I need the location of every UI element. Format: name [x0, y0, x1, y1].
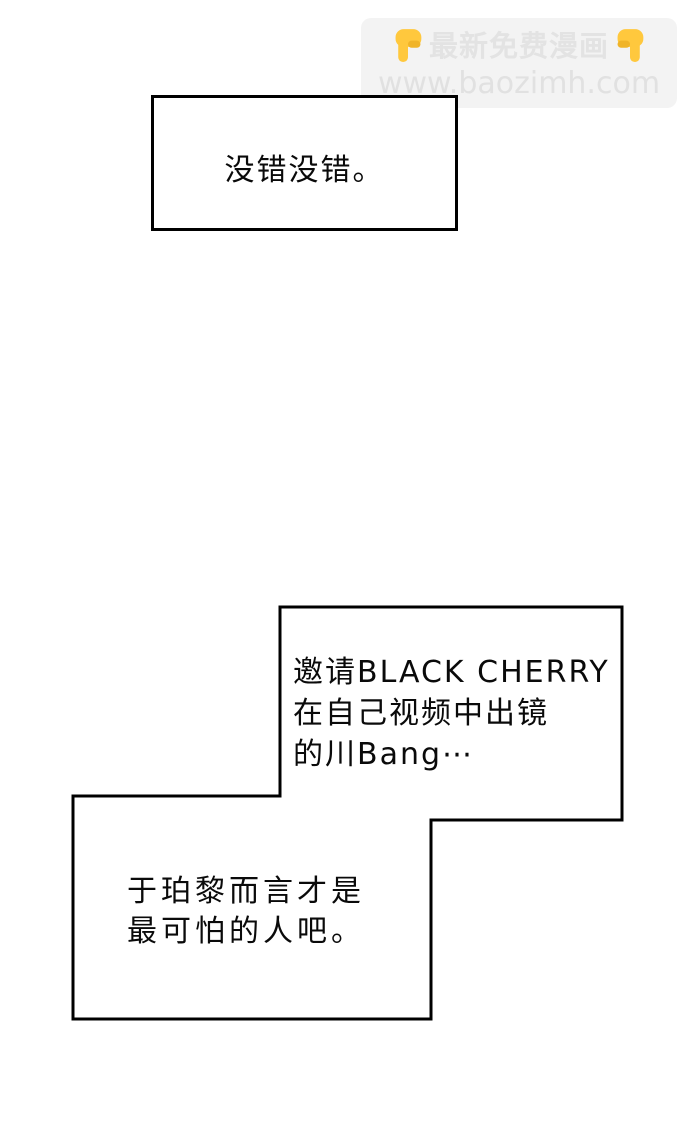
speech-bubble-3-line-1: 于珀黎而言才是: [127, 874, 365, 909]
speech-bubble-3-line-2: 最可怕的人吧。: [127, 914, 365, 949]
watermark-title-row: 最新免费漫画: [392, 27, 646, 65]
speech-bubble-2-3-outline: [71, 605, 624, 1021]
speech-bubble-2-line-2: 在自己视频中出镜: [293, 696, 549, 731]
speech-bubble-1-line: 没错没错。: [224, 153, 385, 188]
pointing-down-hand-icon: [395, 29, 422, 62]
pointing-down-hand-icon: [617, 29, 644, 62]
speech-bubble-2-line-3: 的川Bang⋯: [293, 737, 475, 772]
speech-bubble-2-line-1: 邀请BLACK CHERRY: [293, 655, 610, 690]
watermark-banner: 最新免费漫画 www.baozimh.com: [361, 18, 677, 108]
watermark-title: 最新免费漫画: [428, 28, 609, 63]
speech-bubble-2-text: 邀请BLACK CHERRY 在自己视频中出镜 的川Bang⋯: [293, 652, 610, 775]
watermark-url: www.baozimh.com: [377, 66, 661, 101]
speech-bubble-1: 没错没错。: [151, 95, 458, 231]
speech-bubble-3-text: 于珀黎而言才是 最可怕的人吧。: [127, 872, 365, 952]
